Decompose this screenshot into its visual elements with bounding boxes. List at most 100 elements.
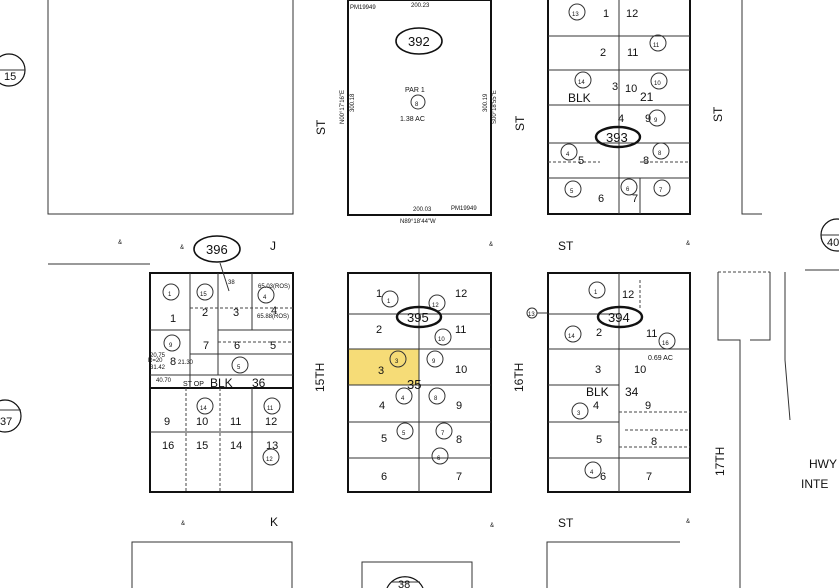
parcel-top-left [47,0,294,215]
svg-text:2: 2 [202,307,208,319]
svg-text:5: 5 [237,365,241,371]
svg-text:BLK: BLK [210,376,233,390]
svg-text:15: 15 [196,440,208,452]
svg-text:4: 4 [379,400,385,412]
svg-text:7: 7 [632,193,638,205]
svg-text:200.23: 200.23 [411,3,430,9]
page-ref-392[interactable]: 392 [395,27,443,55]
svg-text:7: 7 [203,340,209,352]
svg-text:1: 1 [387,299,391,305]
svg-text:300.19: 300.19 [483,93,489,112]
svg-text:10: 10 [625,83,637,95]
page-ref-393[interactable]: 393 [594,125,642,149]
svg-text:392: 392 [408,34,430,49]
svg-text:1.38 AC: 1.38 AC [400,116,425,123]
svg-text:4: 4 [263,295,267,301]
svg-text:6: 6 [626,187,630,193]
svg-text:0.69 AC: 0.69 AC [648,355,673,362]
svg-text:5: 5 [381,433,387,445]
page-ref-37[interactable]: 37 [0,399,22,433]
svg-text:S00°18'55"E: S00°18'55"E [492,90,498,124]
svg-text:16: 16 [662,341,669,347]
svg-text:34: 34 [625,385,639,399]
svg-text:8: 8 [643,155,649,167]
svg-text:PM19949: PM19949 [350,5,376,11]
svg-text:31.42: 31.42 [150,365,166,371]
svg-text:4: 4 [401,396,405,402]
svg-text:BLK: BLK [586,385,609,399]
svg-text:36: 36 [252,376,266,390]
svg-text:394: 394 [608,310,630,325]
svg-text:6: 6 [437,456,441,462]
svg-text:65.03(ROS): 65.03(ROS) [258,284,290,290]
svg-text:5: 5 [578,155,584,167]
k-street-label: K [270,515,278,529]
svg-text:16: 16 [162,440,174,452]
svg-text:393: 393 [606,130,628,145]
svg-text:4: 4 [590,470,594,476]
svg-text:6: 6 [381,471,387,483]
svg-text:BLK: BLK [568,91,591,105]
page-ref-15[interactable]: 15 [0,53,26,87]
page-ref-395[interactable]: 395 [395,305,443,329]
svg-text:12: 12 [432,303,439,309]
svg-text:14: 14 [568,334,575,340]
page-ref-40[interactable]: 40 [820,218,839,252]
interstate-label: INTE [801,477,828,491]
svg-text:14: 14 [578,80,585,86]
svg-text:3: 3 [233,307,239,319]
svg-text:12: 12 [455,288,467,300]
svg-text:21: 21 [640,90,654,104]
svg-text:4: 4 [566,152,570,158]
svg-text:395: 395 [407,310,429,325]
svg-text:13: 13 [572,12,579,18]
svg-text:15: 15 [200,292,207,298]
svg-text:4: 4 [593,400,599,412]
bottom-parcels [131,541,680,588]
block-34: 12 2 11 3 10 4 9 5 8 6 7 BLK 34 0.69 AC … [526,272,691,493]
j-street-label-st: ST [558,239,574,253]
svg-text:20.75: 20.75 [150,353,166,359]
svg-text:4: 4 [618,113,624,125]
svg-text:3: 3 [577,411,581,417]
svg-text:5: 5 [596,434,602,446]
svg-text:35: 35 [407,377,421,392]
block-21: 1 12 2 11 10 3 4 9 5 8 6 7 BLK 21 13 11 … [547,0,691,215]
k-street-label-st: ST [558,516,574,530]
page-ref-396[interactable]: 396 [193,235,241,263]
svg-text:2: 2 [600,47,606,59]
svg-text:40.70: 40.70 [156,378,172,384]
svg-text:21.30: 21.30 [178,360,194,366]
svg-text:12: 12 [622,289,634,301]
parcel-392-block: PM19949 200.23 PM19949 200.03 N89°18'44"… [340,0,498,225]
page-ref-38[interactable]: 38 [386,576,424,588]
svg-text:&: & [118,240,122,246]
highlighted-parcel[interactable] [349,349,419,385]
svg-text:11: 11 [267,406,274,412]
svg-text:1: 1 [594,290,598,296]
page-ref-394[interactable]: 394 [596,305,644,329]
svg-text:9: 9 [169,343,173,349]
street-markers: & & & & & & & [118,240,690,529]
seventeenth-street-label: 17TH [713,447,727,476]
svg-text:12: 12 [626,8,638,20]
fifteenth-street-label: 15TH [313,363,327,392]
svg-text:3: 3 [612,81,618,93]
svg-text:7: 7 [646,471,652,483]
svg-text:38: 38 [228,280,235,286]
svg-text:1: 1 [603,8,609,20]
svg-text:10: 10 [196,416,208,428]
svg-text:PAR 1: PAR 1 [405,87,425,94]
svg-text:1: 1 [376,288,382,300]
hwy-label: HWY [809,457,837,471]
svg-text:&: & [489,242,493,248]
svg-text:3: 3 [378,365,384,377]
block-36: 1 2 3 4 5 6 7 8 9 10 11 12 16 15 14 13 S… [48,262,294,493]
svg-text:&: & [686,519,690,525]
svg-text:200.03: 200.03 [413,207,432,213]
svg-text:38: 38 [398,579,410,588]
svg-text:9: 9 [432,359,436,365]
parcel-right-strip-top [741,0,762,215]
svg-text:&: & [181,521,185,527]
j-street-label: J [270,239,276,253]
